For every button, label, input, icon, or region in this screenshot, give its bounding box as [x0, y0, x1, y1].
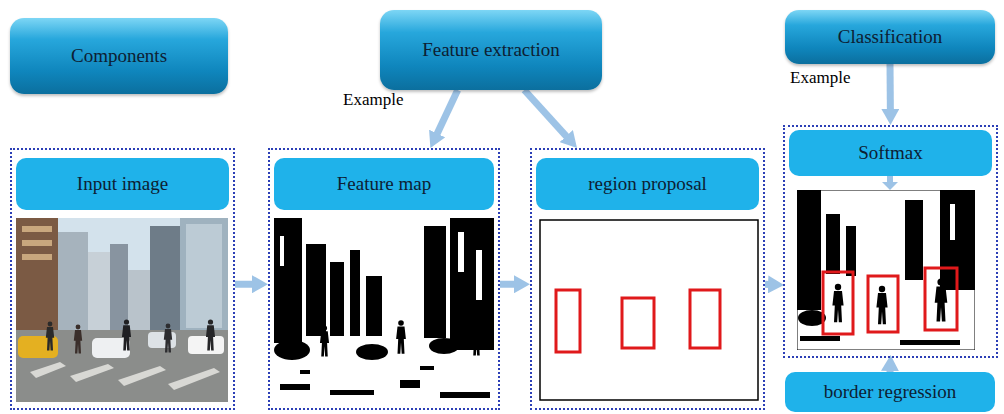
example-panel: region proposal [530, 148, 765, 410]
box-label: border regression [824, 381, 956, 403]
example-panel: Softmax [783, 125, 998, 358]
noise [280, 384, 310, 390]
building-window [22, 240, 52, 246]
detection-box [925, 268, 957, 330]
building-mask [274, 218, 302, 343]
window-speck [280, 236, 284, 266]
building-mask [350, 250, 360, 336]
stage-header: Feature extraction [380, 10, 602, 90]
box-label: Components [71, 45, 167, 67]
building [180, 218, 228, 334]
crosswalk-stripe [168, 368, 220, 390]
building-mask [797, 190, 821, 310]
noise [400, 380, 420, 388]
region-proposal-image [540, 220, 758, 400]
flow-arrow [882, 176, 898, 190]
detection-box [868, 276, 898, 332]
pedestrian [164, 324, 172, 353]
building-mask [826, 214, 840, 274]
building [16, 218, 58, 333]
ground [274, 218, 494, 402]
example-label: Example [343, 90, 403, 110]
building [110, 244, 128, 332]
flow-arrow [435, 90, 458, 139]
noise [440, 392, 490, 398]
building-window [22, 226, 52, 232]
example-panel: Input image [10, 148, 235, 410]
car-mask [429, 338, 459, 354]
noise [420, 366, 434, 370]
pedestrian-mask [935, 278, 948, 321]
building [150, 226, 180, 332]
building-mask [846, 226, 856, 276]
example-heading: Feature map [274, 158, 494, 210]
heading-text: Softmax [858, 142, 922, 164]
detection-box [823, 272, 853, 334]
pedestrian-mask [472, 324, 481, 355]
pedestrian [74, 325, 82, 354]
example-heading: Softmax [789, 130, 992, 176]
pedestrian-mask [876, 286, 887, 324]
feature-map-image [274, 218, 494, 402]
proposal-box [622, 298, 654, 348]
flow-arrow [524, 90, 570, 141]
window-speck [476, 250, 482, 300]
pedestrian [122, 319, 131, 350]
car-mask [274, 340, 310, 360]
example-panel: Feature map [268, 148, 500, 410]
sky [16, 218, 228, 402]
pedestrian-mask [832, 284, 843, 322]
pedestrian [46, 322, 54, 351]
crosswalk-stripe [30, 362, 66, 378]
crosswalk-stripe [70, 364, 114, 382]
proposal-frame [540, 220, 758, 400]
heading-text: Input image [77, 173, 168, 195]
car [148, 332, 176, 348]
flow-arrow [500, 281, 520, 288]
window-speck [950, 204, 955, 240]
heading-text: Feature map [337, 173, 431, 195]
noise [800, 336, 840, 341]
classification-image [797, 190, 975, 350]
proposal-box [556, 290, 580, 352]
building [128, 270, 150, 332]
flow-arrow [765, 281, 774, 288]
building [88, 252, 110, 332]
flow-arrow [887, 365, 894, 372]
flow-arrow [235, 281, 258, 288]
building [58, 232, 88, 330]
building-mask [905, 200, 923, 280]
stage-header: Classification [785, 10, 995, 64]
example-heading: region proposal [536, 158, 759, 210]
heading-text: region proposal [588, 173, 707, 195]
ground [797, 190, 975, 350]
pedestrian-mask [396, 320, 406, 354]
noise [300, 370, 310, 374]
flow-arrow [887, 64, 894, 115]
box-label: Classification [838, 26, 942, 48]
car [188, 336, 224, 354]
building-mask [424, 226, 446, 338]
component-header: Components [10, 18, 228, 94]
building-mask [366, 276, 382, 336]
pedestrian-mask [320, 325, 329, 356]
building-window [22, 254, 52, 260]
noise [900, 340, 960, 345]
box-label: Feature extraction [422, 39, 560, 61]
example-label: Example [790, 68, 850, 88]
process-box: border regression [785, 372, 995, 412]
window-speck [458, 232, 464, 272]
example-heading: Input image [16, 158, 229, 210]
proposal-box [690, 290, 720, 348]
building-mask [306, 244, 326, 336]
crosswalk-stripe [118, 366, 166, 386]
pedestrian [206, 319, 215, 350]
glass-facade [186, 224, 222, 328]
street-photo [16, 218, 228, 402]
building-mask [330, 262, 344, 336]
noise [330, 390, 374, 395]
car-mask [356, 344, 388, 360]
building-mask [450, 218, 494, 350]
